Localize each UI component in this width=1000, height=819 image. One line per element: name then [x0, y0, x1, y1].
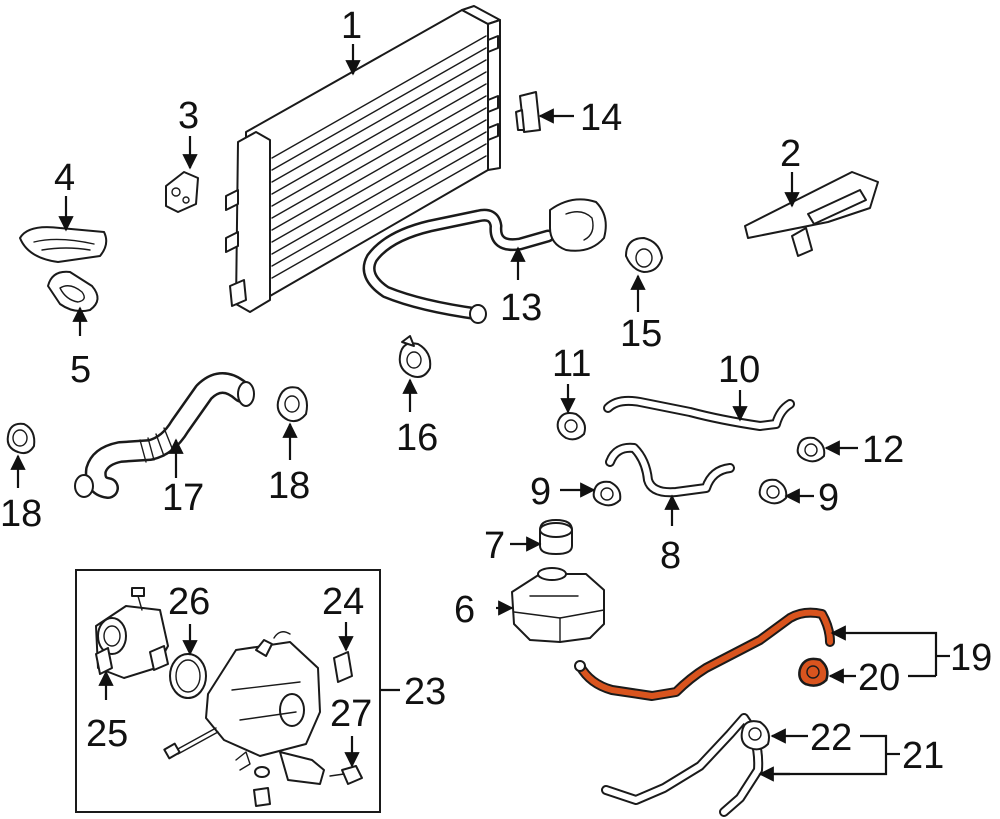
radiator[interactable]	[225, 5, 501, 313]
o-ring-small[interactable]	[254, 766, 270, 778]
long-bolt[interactable]	[163, 727, 219, 760]
retainer[interactable]	[515, 91, 541, 133]
callout-21: 21	[902, 735, 944, 777]
hose-assembly-21[interactable]	[601, 713, 764, 817]
callout-22: 22	[810, 717, 852, 759]
seal[interactable]	[19, 226, 108, 263]
callout-23: 23	[404, 671, 446, 713]
heater-hose-10[interactable]	[603, 395, 795, 431]
coolant-reservoir[interactable]	[511, 567, 605, 643]
callout-3: 3	[178, 95, 199, 137]
clamp-9b[interactable]	[758, 478, 788, 505]
bolt-27[interactable]	[329, 765, 363, 785]
clamp-highlight-fill	[798, 658, 829, 687]
insulator[interactable]	[47, 270, 99, 313]
lower-hose[interactable]	[74, 372, 255, 499]
clamp-12[interactable]	[796, 436, 826, 463]
callout-12: 12	[862, 429, 904, 471]
callout-5: 5	[70, 349, 91, 391]
clamp-18a[interactable]	[6, 422, 36, 455]
overflow-hose-highlighted[interactable]	[574, 607, 835, 701]
callout-9b: 9	[818, 477, 839, 519]
callout-19: 19	[950, 637, 992, 679]
callout-labels: 1 2 3 4 5 6 7 8 9 9 10 11 12 13 14 15 16…	[0, 5, 992, 777]
clamp-11[interactable]	[556, 412, 586, 441]
bolt-small[interactable]	[131, 587, 145, 611]
leader-lines	[10, 44, 950, 782]
callout-9a: 9	[530, 471, 551, 513]
callout-7: 7	[484, 525, 505, 567]
callout-27: 27	[330, 693, 372, 735]
bracket[interactable]	[165, 171, 199, 213]
upper-hose[interactable]	[362, 198, 607, 324]
callout-15: 15	[620, 313, 662, 355]
clamp-18b[interactable]	[276, 386, 308, 423]
hose-highlight-fill	[577, 609, 833, 699]
reservoir-cap[interactable]	[539, 519, 573, 555]
hose-clamp-highlighted[interactable]	[798, 657, 829, 687]
callout-18b: 18	[268, 465, 310, 507]
callout-17: 17	[162, 477, 204, 519]
plug-small[interactable]	[253, 787, 271, 807]
heater-hose-8[interactable]	[605, 442, 735, 498]
callout-2: 2	[780, 133, 801, 175]
clamp-15[interactable]	[625, 237, 663, 273]
callout-11: 11	[552, 343, 591, 385]
water-outlet[interactable]	[95, 605, 169, 679]
callout-1: 1	[341, 5, 362, 47]
clip-small[interactable]	[235, 751, 251, 771]
callout-4: 4	[54, 157, 75, 199]
callout-18a: 18	[0, 493, 42, 535]
clamp-22[interactable]	[740, 720, 770, 751]
callout-14: 14	[580, 97, 622, 139]
callout-13: 13	[500, 287, 542, 329]
sensor[interactable]	[333, 651, 353, 683]
thermostat-housing[interactable]	[205, 631, 325, 785]
deflector[interactable]	[744, 171, 879, 257]
callout-10: 10	[718, 349, 760, 391]
callout-8: 8	[660, 535, 681, 577]
gasket[interactable]	[169, 653, 207, 699]
callout-25: 25	[86, 713, 128, 755]
callout-16: 16	[396, 417, 438, 459]
callout-26: 26	[168, 581, 210, 623]
callout-6: 6	[454, 589, 475, 631]
clamp-9a[interactable]	[592, 480, 622, 507]
clamp-16[interactable]	[398, 335, 432, 378]
callout-20: 20	[858, 657, 900, 699]
callout-24: 24	[322, 581, 364, 623]
